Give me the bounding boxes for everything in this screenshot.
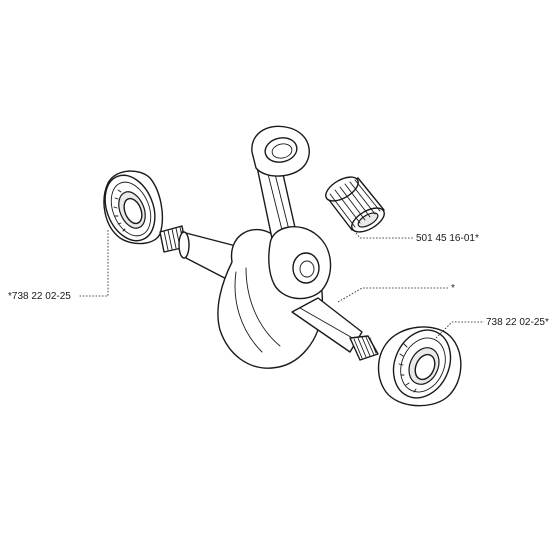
leader-bearing-right — [435, 321, 484, 339]
label-needle-bearing: 501 45 16-01* — [416, 233, 479, 244]
leader-lines — [78, 227, 484, 339]
needle-roller-bearing — [325, 176, 385, 233]
right-ball-bearing — [377, 326, 462, 407]
label-crankshaft: * — [451, 283, 455, 294]
label-bearing-right: 738 22 02-25* — [486, 317, 549, 328]
left-ball-bearing — [103, 170, 164, 245]
leader-needle-bearing — [351, 227, 414, 239]
callout-labels: *738 22 02-25 501 45 16-01* * 738 22 02-… — [8, 233, 549, 328]
crankshaft-assembly — [159, 125, 379, 369]
label-bearing-left: *738 22 02-25 — [8, 291, 71, 302]
leader-crankshaft — [337, 287, 448, 303]
leader-bearing-left — [78, 230, 109, 297]
